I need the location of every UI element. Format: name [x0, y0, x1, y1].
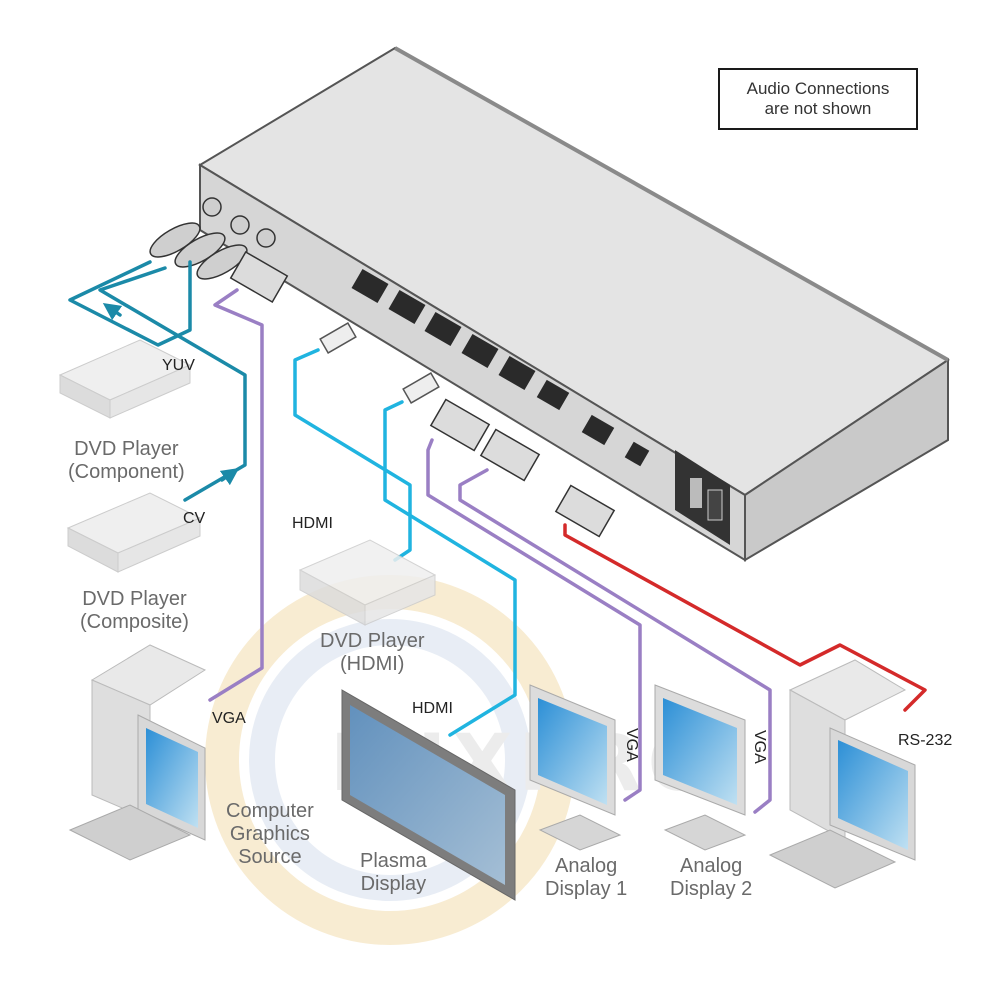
label-dvd-composite: DVD Player (Composite)	[80, 588, 189, 633]
audio-note-line1: Audio Connections	[746, 79, 890, 98]
dvd-player-composite	[66, 492, 202, 573]
label-vga-out2: VGA	[751, 730, 768, 764]
analog-display-2	[654, 684, 747, 851]
dvd-player-hdmi	[298, 539, 437, 626]
rs232-cable	[563, 523, 927, 712]
label-analog-2: Analog Display 2	[670, 855, 753, 900]
label-analog-1: Analog Display 1	[545, 855, 628, 900]
terminal-blocks	[351, 268, 650, 467]
switcher-device	[149, 46, 950, 562]
vga-out2-cable	[458, 468, 772, 814]
label-yuv: YUV	[162, 357, 195, 374]
label-plasma: Plasma Display	[360, 850, 427, 895]
analog-display-1	[529, 684, 622, 851]
label-hdmi-out: HDMI	[412, 700, 453, 717]
audio-note-line2: are not shown	[764, 99, 872, 118]
audio-note-box: Audio Connections are not shown	[718, 68, 918, 130]
vga-plugs	[229, 250, 616, 538]
label-cv: CV	[183, 510, 206, 527]
power-socket	[675, 450, 730, 545]
computer-rs232-control	[768, 659, 916, 889]
bnc-connectors	[149, 197, 276, 280]
vga-in-cable	[208, 288, 264, 702]
yuv-cable	[68, 260, 192, 347]
computer-graphics-source	[68, 644, 207, 861]
label-computer-source: Computer Graphics Source	[226, 800, 314, 868]
hdmi-in-cable	[293, 348, 412, 562]
plasma-display	[341, 689, 516, 901]
label-dvd-hdmi: DVD Player (HDMI)	[320, 630, 425, 675]
dvd-player-component	[58, 339, 192, 419]
hdmi-plugs	[319, 322, 440, 404]
label-hdmi-in: HDMI	[292, 515, 333, 532]
label-rs232: RS-232	[898, 732, 953, 749]
label-vga-out1: VGA	[623, 728, 640, 762]
label-dvd-component: DVD Player (Component)	[68, 438, 185, 483]
vga-out1-cable	[426, 438, 642, 802]
hdmi-out-cable	[383, 400, 517, 737]
label-vga-in: VGA	[212, 710, 246, 727]
watermark: LUXPRO	[205, 575, 714, 945]
